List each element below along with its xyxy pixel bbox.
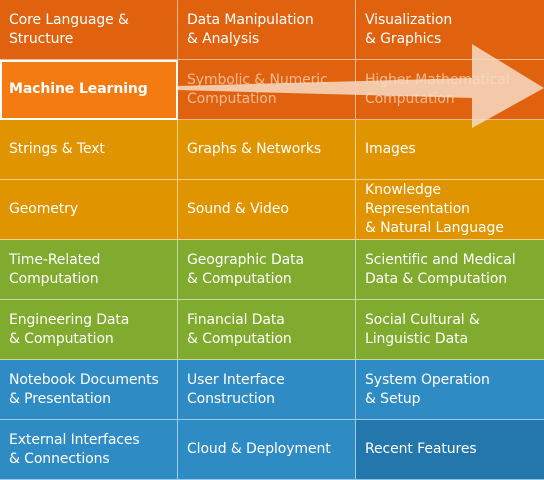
tile-label: Core Language & Structure: [9, 11, 129, 47]
tile-label: User Interface Construction: [187, 371, 285, 407]
tile-data-manipulation-analysis[interactable]: Data Manipulation & Analysis: [178, 0, 356, 60]
tile-label: External Interfaces & Connections: [9, 431, 140, 467]
tile-symbolic-numeric-computation[interactable]: Symbolic & Numeric Computation: [178, 60, 356, 120]
tile-label: Social Cultural & Linguistic Data: [365, 311, 480, 347]
tile-strings-text[interactable]: Strings & Text: [0, 120, 178, 180]
tile-label: Images: [365, 141, 416, 157]
tile-external-interfaces-connections[interactable]: External Interfaces & Connections: [0, 420, 178, 480]
tile-recent-features[interactable]: Recent Features: [356, 420, 544, 480]
tile-label: Geographic Data & Computation: [187, 251, 304, 287]
tile-user-interface-construction[interactable]: User Interface Construction: [178, 360, 356, 420]
tile-social-cultural-linguistic-data[interactable]: Social Cultural & Linguistic Data: [356, 300, 544, 360]
tile-label: Machine Learning: [9, 81, 148, 97]
tile-higher-mathematical-computation[interactable]: Higher Mathematical Computation: [356, 60, 544, 120]
tile-label: Strings & Text: [9, 141, 105, 157]
tile-label: Scientific and Medical Data & Computatio…: [365, 251, 516, 287]
tile-label: Notebook Documents & Presentation: [9, 371, 159, 407]
tile-label: Visualization & Graphics: [365, 11, 453, 47]
tile-label: Geometry: [9, 201, 79, 217]
tile-label: Recent Features: [365, 441, 477, 457]
tile-label: Engineering Data & Computation: [9, 311, 130, 347]
tile-label: Symbolic & Numeric Computation: [187, 71, 328, 107]
tile-label: System Operation & Setup: [365, 371, 490, 407]
tile-machine-learning[interactable]: Machine Learning: [0, 60, 178, 120]
tile-label: Time-Related Computation: [9, 251, 101, 287]
tile-label: Graphs & Networks: [187, 141, 322, 157]
tile-sound-video[interactable]: Sound & Video: [178, 180, 356, 240]
tile-label: Sound & Video: [187, 201, 289, 217]
tile-label: Higher Mathematical Computation: [365, 71, 510, 107]
tile-system-operation-setup[interactable]: System Operation & Setup: [356, 360, 544, 420]
tile-label: Financial Data & Computation: [187, 311, 292, 347]
tile-geographic-data-computation[interactable]: Geographic Data & Computation: [178, 240, 356, 300]
tile-label: Cloud & Deployment: [187, 441, 331, 457]
tile-cloud-deployment[interactable]: Cloud & Deployment: [178, 420, 356, 480]
tile-notebook-documents-presentation[interactable]: Notebook Documents & Presentation: [0, 360, 178, 420]
tile-images[interactable]: Images: [356, 120, 544, 180]
tile-visualization-graphics[interactable]: Visualization & Graphics: [356, 0, 544, 60]
tile-scientific-medical-data-computation[interactable]: Scientific and Medical Data & Computatio…: [356, 240, 544, 300]
tile-label: Knowledge Representation & Natural Langu…: [365, 182, 504, 236]
tile-label: Data Manipulation & Analysis: [187, 11, 314, 47]
tile-time-related-computation[interactable]: Time-Related Computation: [0, 240, 178, 300]
tile-financial-data-computation[interactable]: Financial Data & Computation: [178, 300, 356, 360]
tile-knowledge-representation-natural-language[interactable]: Knowledge Representation & Natural Langu…: [356, 180, 544, 240]
tile-graphs-networks[interactable]: Graphs & Networks: [178, 120, 356, 180]
tile-geometry[interactable]: Geometry: [0, 180, 178, 240]
tile-core-language-structure[interactable]: Core Language & Structure: [0, 0, 178, 60]
tile-engineering-data-computation[interactable]: Engineering Data & Computation: [0, 300, 178, 360]
